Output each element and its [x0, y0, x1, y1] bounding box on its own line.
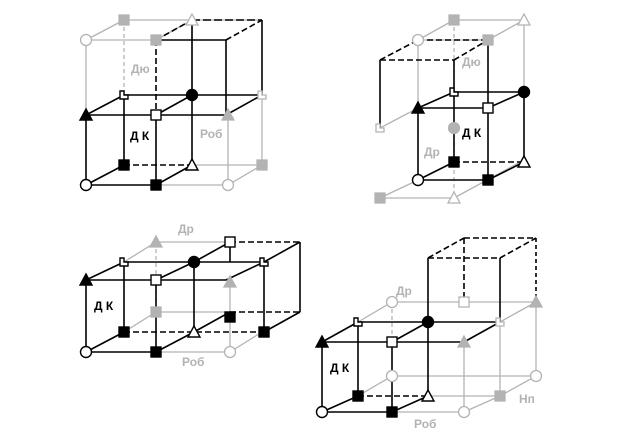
- label-dk: Д К: [94, 299, 114, 313]
- label-dyu: Дю: [462, 55, 481, 69]
- label-rob: Роб: [414, 417, 436, 431]
- diagram-bottom-left: Др Д К Роб: [79, 222, 301, 369]
- label-rob: Роб: [200, 127, 222, 141]
- label-dk: Д К: [130, 129, 150, 143]
- label-dr: Др: [396, 284, 412, 298]
- label-dyu: Дю: [131, 62, 150, 76]
- diagram-top-left: Дю Д К Роб: [79, 13, 268, 192]
- label-dk: Д К: [462, 126, 482, 140]
- label-rob: Роб: [182, 355, 204, 369]
- diagram-top-right: Дю Д К Др: [374, 13, 531, 204]
- label-dr: Др: [424, 145, 440, 159]
- diagram-bottom-right: Др Д К Роб Нп: [315, 237, 543, 431]
- label-np: Нп: [519, 392, 535, 406]
- label-dk: Д К: [330, 361, 350, 375]
- label-dr: Др: [178, 222, 194, 236]
